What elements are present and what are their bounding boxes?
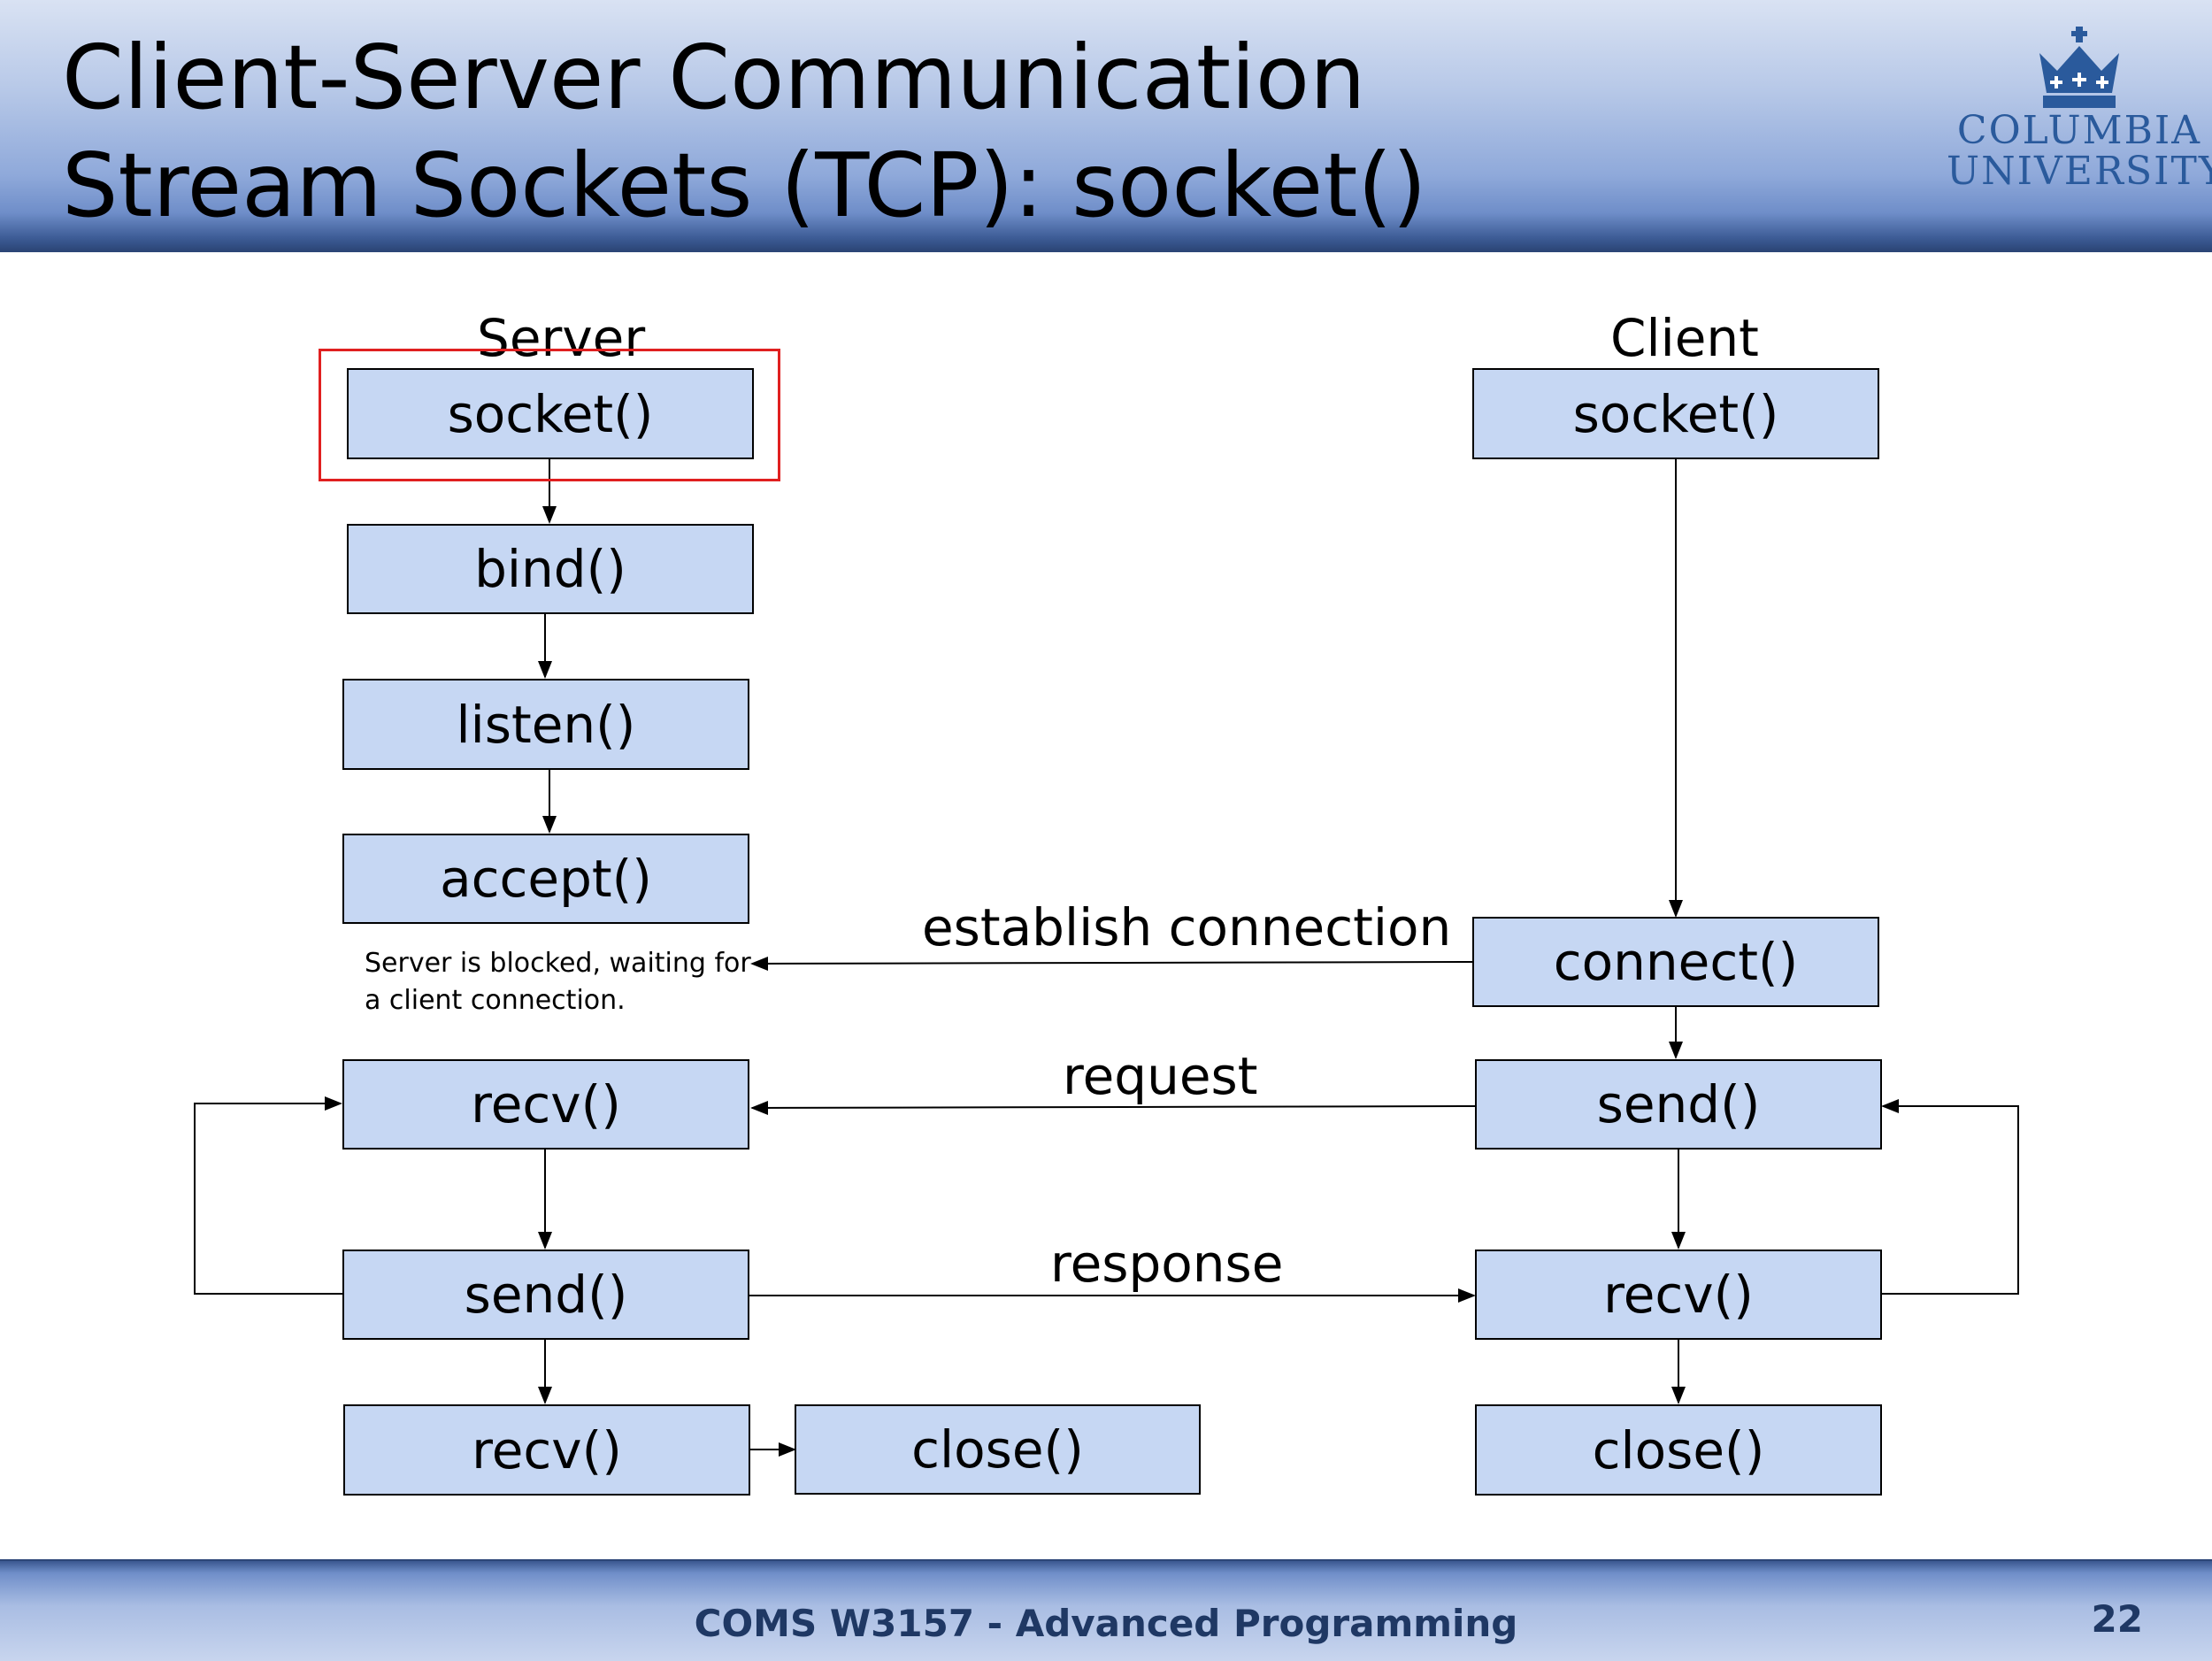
footer-course-title: COMS W3157 - Advanced Programming — [694, 1602, 1518, 1645]
slide-title-line1: Client-Server Communication — [62, 26, 1366, 129]
server-accept-box: accept() — [342, 834, 749, 924]
server-close-box: close() — [795, 1404, 1201, 1495]
arrow-establish-connection — [750, 956, 1475, 971]
arrow-request — [750, 1100, 1478, 1115]
client-loop-arrow — [1880, 1099, 2019, 1295]
columbia-logo: COLUMBIA UNIVERSITY — [1947, 27, 2212, 212]
logo-text-line1: COLUMBIA — [1956, 108, 2202, 153]
client-socket-box: socket() — [1472, 368, 1879, 459]
edge-label-request: request — [1063, 1046, 1258, 1106]
note-line1: Server is blocked, waiting for — [365, 948, 751, 979]
server-send-box: send() — [342, 1250, 749, 1340]
slide-title-line2: Stream Sockets (TCP): socket() — [62, 134, 1427, 237]
client-recv-box: recv() — [1475, 1250, 1882, 1340]
server-listen-box: listen() — [342, 679, 749, 770]
note-line2: a client connection. — [365, 985, 626, 1016]
server-column-label: Server — [477, 308, 646, 368]
logo-text-line2: UNIVERSITY — [1947, 149, 2212, 194]
server-socket-box: socket() — [347, 368, 754, 459]
page-number: 22 — [2091, 1597, 2143, 1641]
client-connect-box: connect() — [1472, 917, 1879, 1007]
server-bind-box: bind() — [347, 524, 754, 614]
edge-label-establish: establish connection — [922, 897, 1452, 957]
client-send-box: send() — [1475, 1059, 1882, 1150]
edge-label-response: response — [1050, 1234, 1284, 1294]
server-blocked-note: Server is blocked, waiting for a client … — [365, 945, 751, 1019]
slide-footer — [0, 1559, 2212, 1661]
crown-icon — [2039, 27, 2119, 108]
server-recv2-box: recv() — [343, 1404, 750, 1496]
server-loop-arrow — [194, 1096, 343, 1295]
client-close-box: close() — [1475, 1404, 1882, 1496]
client-column-label: Client — [1610, 308, 1759, 368]
highlight-server-socket — [319, 349, 780, 481]
server-recv-box: recv() — [342, 1059, 749, 1150]
slide-header — [0, 0, 2212, 252]
